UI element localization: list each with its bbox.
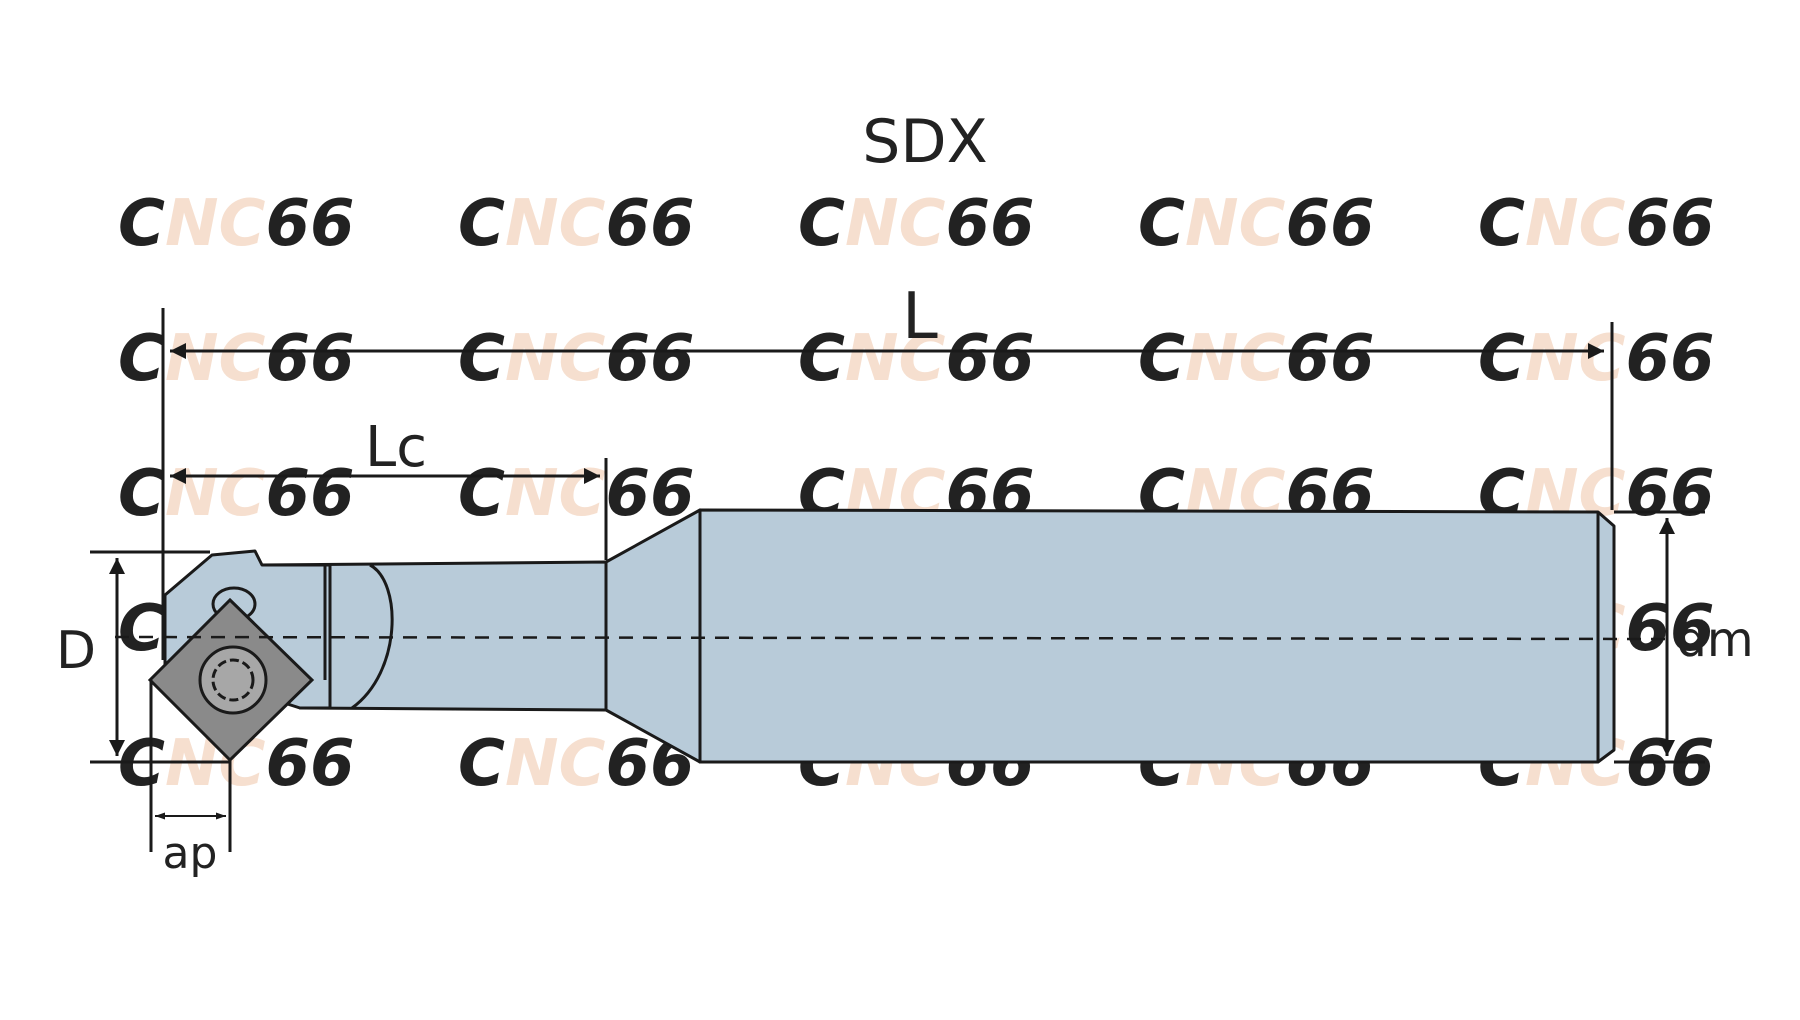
- label-depth-of-cut: ap: [163, 828, 218, 879]
- watermark-text: CNC66: [118, 457, 355, 531]
- head-details: [323, 512, 1600, 762]
- watermark-text: CNC66: [118, 187, 355, 261]
- tool-shank: [698, 508, 1616, 764]
- watermark-text: CNC66: [458, 457, 695, 531]
- square-insert: [147, 597, 315, 763]
- tool-taper: [604, 508, 702, 764]
- torx-icon: [211, 658, 255, 702]
- watermark-text: CNC66: [118, 322, 355, 396]
- watermark-text: CNC66: [798, 322, 1035, 396]
- watermark-text: CNC66: [1478, 187, 1715, 261]
- watermark-text: CNC66: [1478, 322, 1715, 396]
- watermark-text: CNC66: [1138, 322, 1375, 396]
- watermark-text: CNC66: [458, 322, 695, 396]
- tool-body: [163, 508, 1616, 764]
- label-cutting-diameter: D: [56, 621, 96, 681]
- watermark-text: CNC66: [1138, 187, 1375, 261]
- label-overall-length: L: [902, 280, 938, 354]
- label-cutting-length: Lc: [365, 415, 427, 480]
- watermark-text: CNC66: [458, 187, 695, 261]
- diagram-title: SDX: [862, 107, 987, 177]
- label-shank-diameter: dm: [1676, 612, 1753, 668]
- insert-screw: [198, 645, 268, 715]
- watermark-text: CNC66: [798, 187, 1035, 261]
- center-line: [114, 635, 1666, 641]
- dimension-lines: [90, 308, 1705, 852]
- watermark-text: CNC66: [458, 727, 695, 801]
